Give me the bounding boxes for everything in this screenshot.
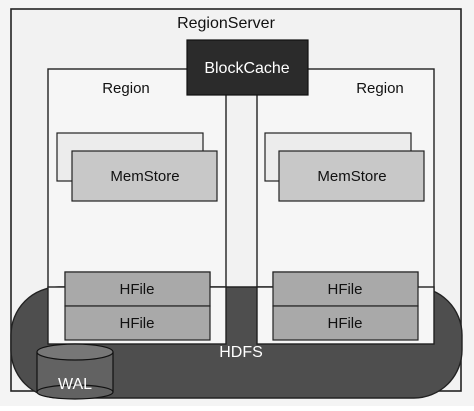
region-2-memstore-label: MemStore xyxy=(317,168,386,185)
region-2-hfile-1-overlay xyxy=(272,271,419,307)
region-1-hfile-2-label-top: HFile xyxy=(119,315,154,332)
region-2-hfile-2-label-top: HFile xyxy=(327,315,362,332)
block-cache-label: BlockCache xyxy=(204,60,289,77)
region-1-hfile-1-label-top: HFile xyxy=(119,281,154,298)
region-2-hfile-2-overlay xyxy=(272,305,419,341)
region-2-hfile-1-label-top: HFile xyxy=(327,281,362,298)
region-1-label: Region xyxy=(102,80,150,97)
region-1-hfile-1-overlay xyxy=(64,271,211,307)
region-1-memstore-label: MemStore xyxy=(110,168,179,185)
region-server-label: RegionServer xyxy=(177,15,276,32)
wal-label: WAL xyxy=(58,376,92,393)
block-cache-box xyxy=(186,39,309,96)
region-1-hfile-2-overlay xyxy=(64,305,211,341)
region-1-memstore xyxy=(71,150,218,202)
hdfs-label: HDFS xyxy=(219,344,263,361)
region-2-label: Region xyxy=(356,80,404,97)
wal-top xyxy=(36,343,114,361)
wal-cylinder: WAL xyxy=(36,343,114,400)
region-2-memstore xyxy=(278,150,425,202)
